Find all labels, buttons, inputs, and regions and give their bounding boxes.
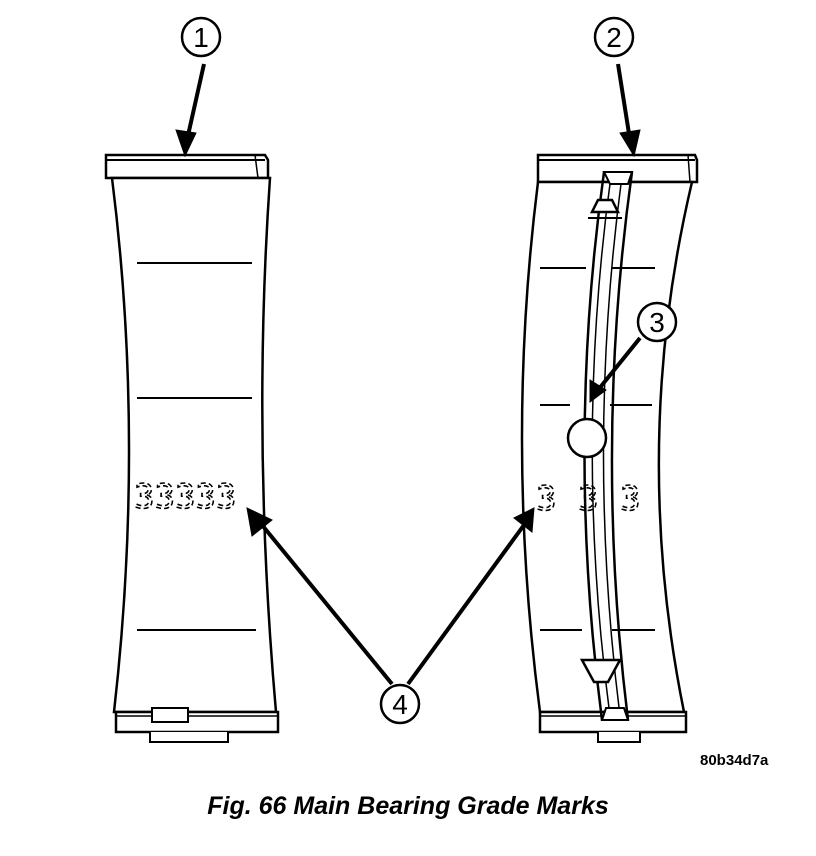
svg-text:2: 2: [606, 22, 622, 53]
upper-bearing-shell: [104, 153, 280, 743]
lower-bearing-shell: [520, 153, 699, 743]
right-grade-mark-right: 3: [620, 479, 640, 519]
arrow-3: [596, 336, 642, 392]
callout-3: 3: [636, 301, 678, 343]
figure-caption: Fig. 66 Main Bearing Grade Marks: [207, 792, 609, 820]
right-grade-mark-center: 3: [578, 479, 598, 519]
leader-arrows: [175, 63, 642, 686]
arrow-4-right-head: [513, 507, 535, 533]
callout-4: 4: [379, 683, 421, 725]
arrow-2-head: [619, 129, 641, 158]
svg-text:4: 4: [392, 689, 408, 720]
svg-text:1: 1: [193, 22, 209, 53]
arrow-1-head: [175, 129, 197, 158]
arrow-4-left: [260, 523, 394, 686]
svg-text:3: 3: [649, 307, 665, 338]
arrow-4-right: [406, 523, 526, 686]
callout-1: 1: [180, 16, 222, 58]
arrow-2: [616, 63, 632, 141]
arrow-1: [185, 63, 206, 141]
arrow-3-head: [589, 379, 607, 403]
figure-reference-code: 80b34d7a: [700, 752, 769, 769]
callout-2: 2: [593, 16, 635, 58]
right-grade-mark-left: 3: [536, 479, 556, 519]
left-grade-marks: 33333: [134, 477, 236, 517]
arrow-4-left-head: [246, 507, 273, 537]
